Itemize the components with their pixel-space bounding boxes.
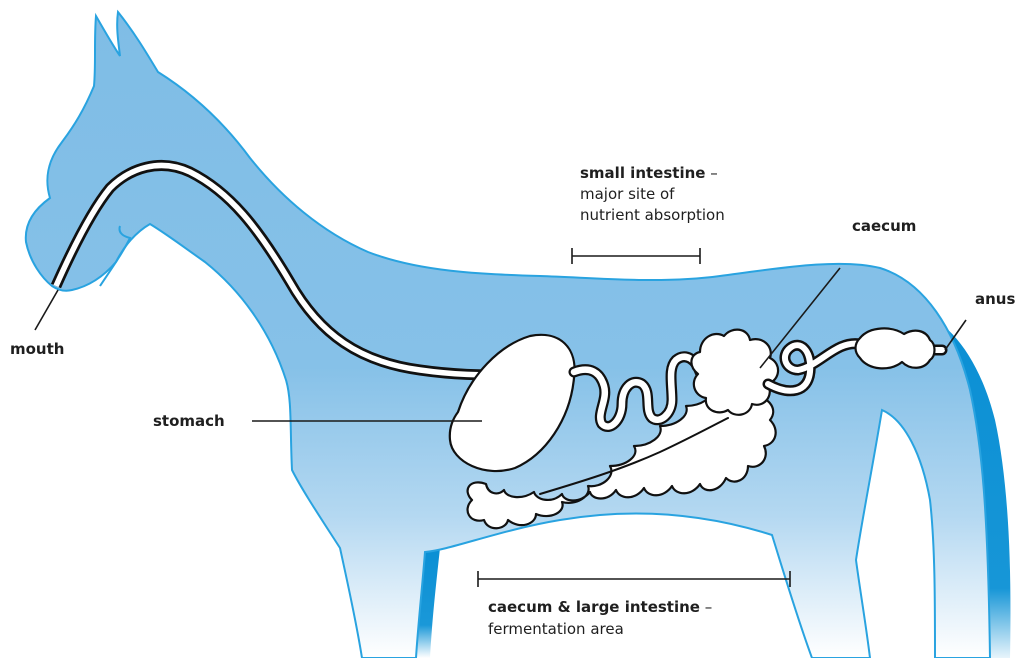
- mouth-label: mouth: [10, 340, 64, 358]
- small-intestine-desc-2: nutrient absorption: [580, 206, 725, 224]
- large-intestine-bracket: [478, 571, 790, 587]
- rectal-bulge: [856, 328, 935, 368]
- small-intestine-bracket: [572, 248, 700, 264]
- stomach-label: stomach: [153, 412, 225, 430]
- large-intestine-dash: –: [700, 598, 712, 616]
- large-intestine-desc: fermentation area: [488, 620, 624, 638]
- caecum-label: caecum: [852, 217, 916, 235]
- small-intestine-desc-1: major site of: [580, 185, 675, 203]
- small-intestine-dash: –: [705, 164, 717, 182]
- large-intestine-label: caecum & large intestine –: [488, 598, 712, 616]
- large-intestine-title: caecum & large intestine: [488, 598, 700, 616]
- small-intestine-label: small intestine –: [580, 164, 718, 182]
- horse-body: [26, 12, 990, 658]
- small-intestine-title: small intestine: [580, 164, 705, 182]
- anus-label: anus: [975, 290, 1015, 308]
- mouth-leader: [35, 290, 58, 330]
